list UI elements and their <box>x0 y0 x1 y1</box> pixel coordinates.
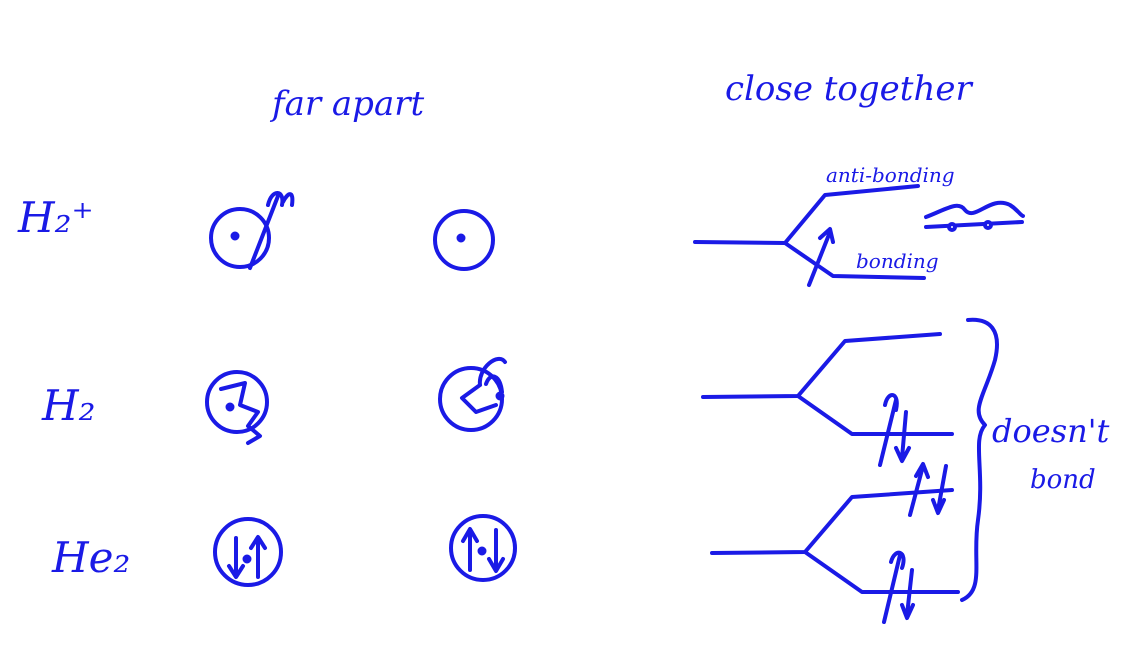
brace-note-line1: doesn't <box>992 412 1110 450</box>
atom-he2-left <box>213 517 283 587</box>
row-label-he2: He₂ <box>51 533 130 582</box>
mo-diagram-h2 <box>701 332 954 467</box>
row-label-h2: H₂ <box>41 381 95 430</box>
brace-note-line2: bond <box>1030 465 1096 495</box>
row-label-h2-plus: H₂⁺ <box>17 193 94 242</box>
header-close-together: close together <box>725 69 973 109</box>
curly-brace <box>960 317 999 602</box>
atom-h2-left <box>205 370 269 445</box>
label-anti-bonding: anti-bonding <box>826 163 955 187</box>
atom-he2-right <box>449 514 517 582</box>
label-bonding: bonding <box>856 249 939 273</box>
header-far-apart: far apart <box>269 84 424 124</box>
mo-diagram-he2 <box>710 462 960 624</box>
atom-h2-right <box>438 356 507 432</box>
mo-diagram-h2plus <box>693 184 1025 287</box>
atom-h2plus-right <box>433 209 495 271</box>
atom-h2plus-left <box>209 191 295 270</box>
